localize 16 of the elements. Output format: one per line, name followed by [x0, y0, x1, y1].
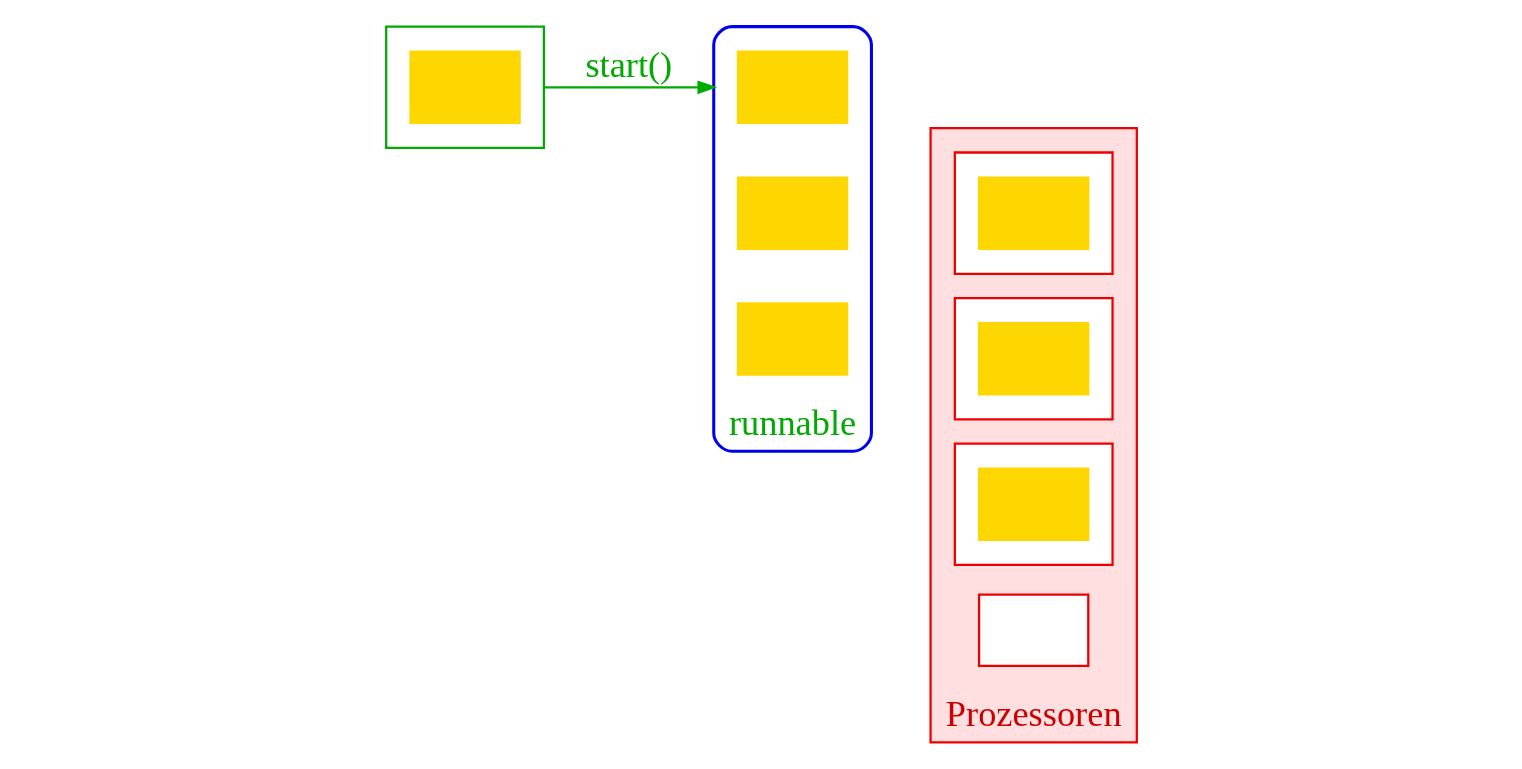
node-box [736, 50, 848, 125]
arrow [543, 80, 717, 95]
cluster [953, 151, 1114, 275]
node-box [736, 302, 848, 376]
node-box [977, 176, 1089, 250]
cluster [953, 442, 1114, 567]
cluster [953, 296, 1114, 421]
node-box [977, 467, 1089, 542]
node-box [977, 593, 1089, 667]
edge-label: start() [584, 44, 672, 85]
cluster: Prozessoren [928, 127, 1138, 744]
cluster [384, 25, 545, 150]
node-box [408, 50, 521, 125]
node-box [977, 321, 1089, 396]
node-box [736, 176, 848, 250]
cluster: runnable [711, 25, 873, 453]
